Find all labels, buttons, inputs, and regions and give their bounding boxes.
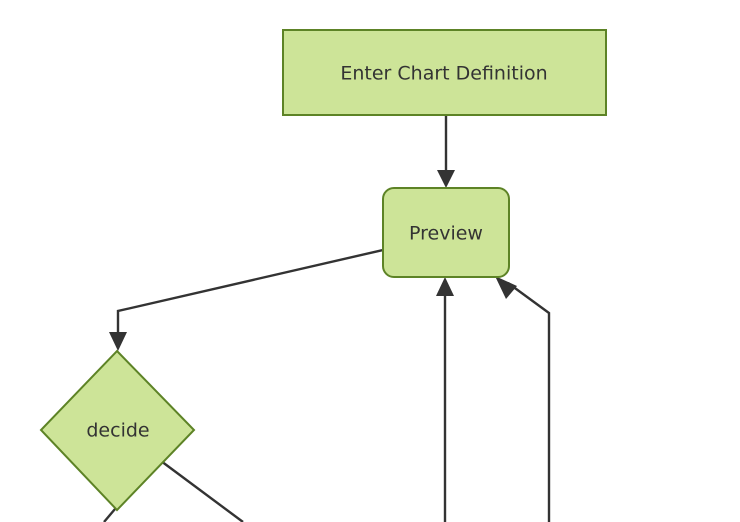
edge-decide-right-out[interactable] [160, 460, 244, 522]
node-layer: Enter Chart Definition Preview decide [39, 29, 607, 512]
edge-preview-to-decide-line [116, 248, 384, 344]
edge-return-right-to-preview[interactable] [495, 276, 551, 522]
edge-decide-right-out-line [160, 460, 244, 522]
edge-preview-to-decide[interactable] [109, 248, 384, 351]
node-enter-chart-definition-shape [282, 29, 607, 116]
edge-decide-bottom-out-line [103, 508, 116, 522]
node-enter-chart-definition[interactable]: Enter Chart Definition [282, 29, 607, 116]
node-decide[interactable]: decide [39, 349, 196, 512]
edge-return-center-to-preview-arrowhead [436, 277, 454, 296]
edge-return-right-to-preview-line [507, 282, 551, 522]
node-preview[interactable]: Preview [382, 187, 510, 278]
edge-layer [103, 115, 551, 522]
node-decide-shape [39, 349, 196, 512]
edge-return-center-to-preview[interactable] [436, 277, 454, 522]
edge-enter-to-preview-arrowhead [437, 170, 455, 188]
edge-return-right-to-preview-arrowhead [495, 276, 517, 299]
edge-preview-to-decide-arrowhead [109, 332, 127, 351]
node-preview-shape [382, 187, 510, 278]
node-decide-label: decide [86, 420, 149, 442]
edge-enter-to-preview[interactable] [437, 115, 455, 188]
edge-decide-bottom-out[interactable] [103, 508, 116, 522]
node-enter-chart-definition-label: Enter Chart Definition [340, 63, 547, 85]
node-preview-label: Preview [409, 223, 483, 245]
